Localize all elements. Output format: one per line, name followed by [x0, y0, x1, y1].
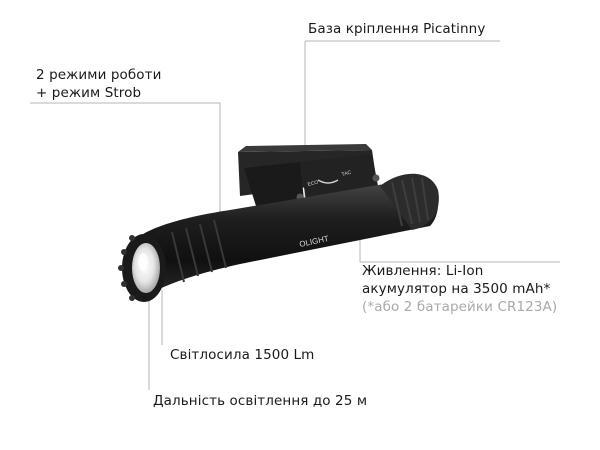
leader-modes [30, 102, 221, 212]
flashlight-body [118, 173, 439, 302]
callout-modes-line1: 2 режими роботи [36, 67, 162, 83]
callout-power-line1: Живлення: Li-Ion [362, 263, 484, 279]
callout-mount: База кріплення Picatinny [308, 21, 486, 37]
callout-modes-line2: + режим Strob [36, 85, 142, 101]
switch-tac-label: TAC [341, 170, 352, 178]
callout-power-line2: акумулятор на 3500 mAh* [362, 281, 551, 297]
callout-distance: Дальність освітлення до 25 м [153, 393, 368, 409]
switch-eco-label: ECO [307, 179, 319, 187]
callout-output: Світлосила 1500 Lm [170, 347, 315, 363]
callout-power-note: (*або 2 батарейки CR123A) [362, 299, 558, 315]
